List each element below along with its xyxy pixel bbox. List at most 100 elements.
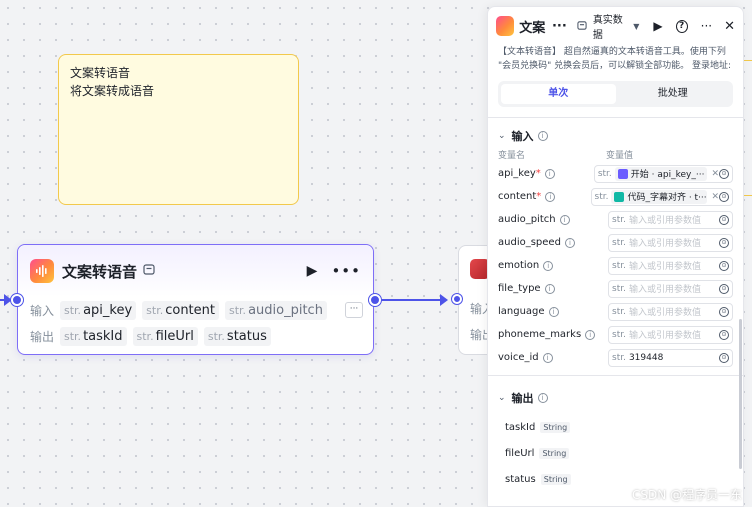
reference-node-icon: [617, 168, 628, 179]
output-name: status: [505, 473, 536, 485]
close-panel-button[interactable]: ✕: [724, 18, 735, 34]
param-value-field[interactable]: str.输入或引用参数值⊙: [608, 302, 733, 321]
panel-more-button[interactable]: ···: [700, 19, 713, 33]
offscreen-note-edge: [744, 60, 752, 61]
reference-variable-icon[interactable]: ⊙: [719, 191, 729, 202]
info-icon[interactable]: i: [559, 215, 570, 225]
output-section-title: 输出: [511, 392, 534, 405]
panel-header: 文案 ··· 真实数据 ▼ ▶ ? ··· ✕: [488, 7, 743, 45]
info-icon[interactable]: i: [542, 353, 553, 363]
node-more-button[interactable]: •••: [331, 262, 361, 280]
node-output-port[interactable]: [369, 294, 381, 306]
workflow-node-text-to-speech[interactable]: 文案转语音 ▶ ••• 输入 str.api_key str.content s…: [17, 244, 374, 355]
output-name: fileUrl: [505, 447, 535, 459]
type-prefix: str.: [612, 214, 626, 225]
reference-node-icon: [614, 191, 625, 202]
param-placeholder: 输入或引用参数值: [628, 262, 701, 272]
info-icon[interactable]: i: [537, 131, 548, 141]
comment-note[interactable]: 文案转语音 将文案转成语音: [58, 54, 299, 205]
plugin-store-icon[interactable]: [143, 264, 155, 278]
param-value-field[interactable]: str.代码_字幕对齐 · t···✕⊙: [590, 187, 733, 206]
reference-variable-icon[interactable]: ⊙: [719, 214, 729, 225]
show-more-inputs-button[interactable]: ···: [345, 302, 363, 318]
plugin-logo-icon: [30, 259, 54, 283]
outputs-label: 输出: [30, 329, 55, 344]
run-node-button[interactable]: ▶: [306, 263, 318, 279]
param-placeholder: 输入或引用参数值: [628, 239, 701, 249]
param-value-field[interactable]: str.输入或引用参数值⊙: [608, 279, 733, 298]
offscreen-note-edge: [744, 195, 752, 196]
variable-reference-tag[interactable]: 代码_字幕对齐 · t···: [611, 189, 708, 204]
variable-reference-tag[interactable]: 开始 · api_key_···: [614, 166, 708, 181]
reference-variable-icon[interactable]: ⊙: [719, 329, 729, 340]
info-icon[interactable]: i: [544, 169, 555, 179]
info-icon[interactable]: i: [544, 284, 555, 294]
param-value-field[interactable]: str.输入或引用参数值⊙: [608, 325, 733, 344]
param-value-field[interactable]: str.输入或引用参数值 ⊙: [608, 210, 733, 229]
next-node-input-port[interactable]: [452, 294, 462, 304]
input-chip: str.audio_pitch: [225, 300, 327, 320]
tab-single[interactable]: 单次: [501, 84, 616, 104]
info-icon[interactable]: i: [548, 307, 559, 317]
param-value-field[interactable]: str.319448⊙: [608, 348, 733, 367]
reference-variable-icon[interactable]: ⊙: [719, 260, 729, 271]
output-type-badge: String: [539, 447, 570, 459]
reference-variable-icon[interactable]: ⊙: [719, 283, 729, 294]
chevron-down-icon[interactable]: ⌄: [498, 393, 506, 403]
info-icon[interactable]: i: [537, 393, 548, 403]
info-icon[interactable]: i: [564, 238, 575, 248]
note-line-2: 将文案转成语音: [70, 84, 155, 98]
type-prefix: str.: [612, 260, 626, 271]
info-icon[interactable]: i: [543, 261, 554, 271]
param-placeholder: 输入或引用参数值: [628, 285, 701, 295]
info-icon[interactable]: i: [585, 330, 596, 340]
chevron-down-icon[interactable]: ▼: [633, 21, 640, 31]
remove-reference-icon[interactable]: ✕: [711, 191, 719, 202]
param-placeholder: 输入或引用参数值: [628, 216, 701, 226]
param-placeholder: 输入或引用参数值: [628, 331, 701, 341]
param-value-field[interactable]: str.开始 · api_key_···✕⊙: [593, 164, 733, 183]
inputs-label: 输入: [30, 303, 55, 318]
col-variable-name: 变量名: [498, 151, 526, 161]
param-value-field[interactable]: str.输入或引用参数值 ⊙: [608, 256, 733, 275]
panel-scrollbar[interactable]: [739, 319, 742, 469]
reference-variable-icon[interactable]: ⊙: [719, 168, 729, 179]
info-icon[interactable]: i: [545, 192, 556, 202]
output-section-header[interactable]: ⌄ 输出 i: [488, 386, 743, 410]
input-section-title: 输入: [511, 130, 534, 143]
chevron-down-icon[interactable]: ⌄: [498, 131, 506, 141]
node-inputs-row: 输入 str.api_key str.content str.audio_pit…: [18, 297, 373, 323]
input-section-header[interactable]: ⌄ 输入 i: [488, 124, 743, 148]
reference-variable-icon[interactable]: ⊙: [719, 237, 729, 248]
help-icon[interactable]: ?: [675, 19, 688, 33]
node-config-panel: 文案 ··· 真实数据 ▼ ▶ ? ··· ✕ 【文本转语音】 超自然逼真的文本…: [487, 6, 744, 507]
run-panel-button[interactable]: ▶: [653, 19, 663, 33]
tab-batch[interactable]: 批处理: [657, 88, 688, 99]
reference-variable-icon[interactable]: ⊙: [719, 306, 729, 317]
reference-variable-icon[interactable]: ⊙: [719, 352, 729, 363]
data-mode-select[interactable]: 真实数据: [592, 15, 623, 41]
param-name: content*i: [498, 191, 591, 202]
param-value-field[interactable]: str.输入或引用参数值⊙: [608, 233, 733, 252]
type-prefix: str.: [612, 352, 626, 363]
node-input-port[interactable]: [11, 294, 23, 306]
remove-reference-icon[interactable]: ✕: [711, 168, 719, 179]
plugin-store-icon[interactable]: [577, 20, 587, 33]
type-prefix: str.: [597, 168, 612, 179]
